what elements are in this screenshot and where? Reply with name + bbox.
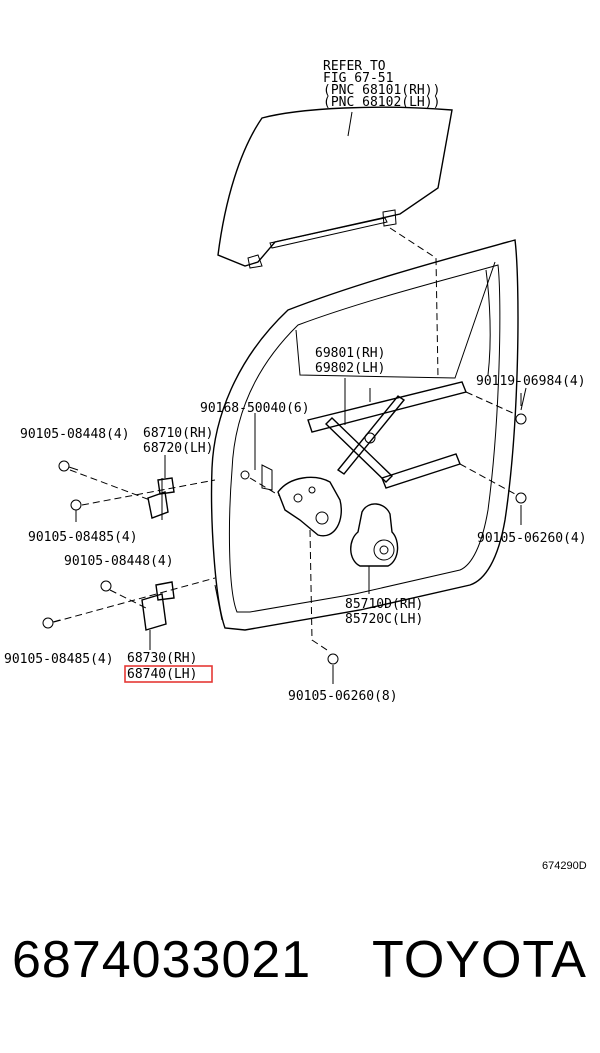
label-85720c[interactable]: 85720C(LH) xyxy=(345,612,423,627)
label-68710[interactable]: 68710(RH) xyxy=(143,426,213,441)
label-69802[interactable]: 69802(LH) xyxy=(315,361,385,376)
door-panel xyxy=(210,239,519,631)
footer: 6874033021 TOYOTA xyxy=(0,930,600,1010)
label-90105-06260-right[interactable]: 90105-06260(4) xyxy=(477,531,587,546)
label-90105-08448-mid[interactable]: 90105-08448(4) xyxy=(64,554,174,569)
label-85710d[interactable]: 85710D(RH) xyxy=(345,597,423,612)
part-number: 6874033021 xyxy=(12,931,312,989)
bolt-90105-08448-mid xyxy=(100,580,112,592)
bolt-90105-06260-right xyxy=(515,492,527,525)
bolt-90105-08485-bot xyxy=(42,617,61,629)
labels: REFER TO FIG 67-51 (PNC 68101(RH)) (PNC … xyxy=(4,59,587,872)
label-refer-3: (PNC 68101(RH)) xyxy=(323,83,440,98)
label-90105-08485-top[interactable]: 90105-08485(4) xyxy=(28,530,138,545)
bolt-90105-08485-top xyxy=(70,499,82,522)
label-68730[interactable]: 68730(RH) xyxy=(127,651,197,666)
bolt-90119-06984 xyxy=(515,393,527,425)
lower-hinge xyxy=(141,581,175,650)
label-refer-2: FIG 67-51 xyxy=(323,71,393,86)
highlight-68740 xyxy=(124,665,213,683)
leader-lines xyxy=(164,378,527,478)
label-68740[interactable]: 68740(LH) xyxy=(127,667,197,682)
upper-hinge xyxy=(147,477,175,520)
label-90105-08485-bot[interactable]: 90105-08485(4) xyxy=(4,652,114,667)
label-90105-06260-bot[interactable]: 90105-06260(8) xyxy=(288,689,398,704)
label-90105-08448-top[interactable]: 90105-08448(4) xyxy=(20,427,130,442)
dashed-leaders xyxy=(53,227,516,653)
label-refer-4: (PNC 68102(LH)) xyxy=(323,95,440,110)
label-90119-06984[interactable]: 90119-06984(4) xyxy=(476,374,586,389)
bolt-90105-08448-top xyxy=(58,460,79,472)
regulator-motor xyxy=(350,503,399,594)
label-90168-50040[interactable]: 90168-50040(6) xyxy=(200,401,310,416)
label-69801[interactable]: 69801(RH) xyxy=(315,346,385,361)
bolt-90105-06260-bot xyxy=(327,653,339,684)
label-refer-1: REFER TO xyxy=(323,59,386,74)
brand-name: TOYOTA xyxy=(372,931,587,989)
bolts xyxy=(42,393,527,684)
clip-90168-50040 xyxy=(240,470,250,480)
figure-code: 674290D xyxy=(542,860,587,872)
door-glass xyxy=(217,106,453,269)
label-68720[interactable]: 68720(LH) xyxy=(143,441,213,456)
